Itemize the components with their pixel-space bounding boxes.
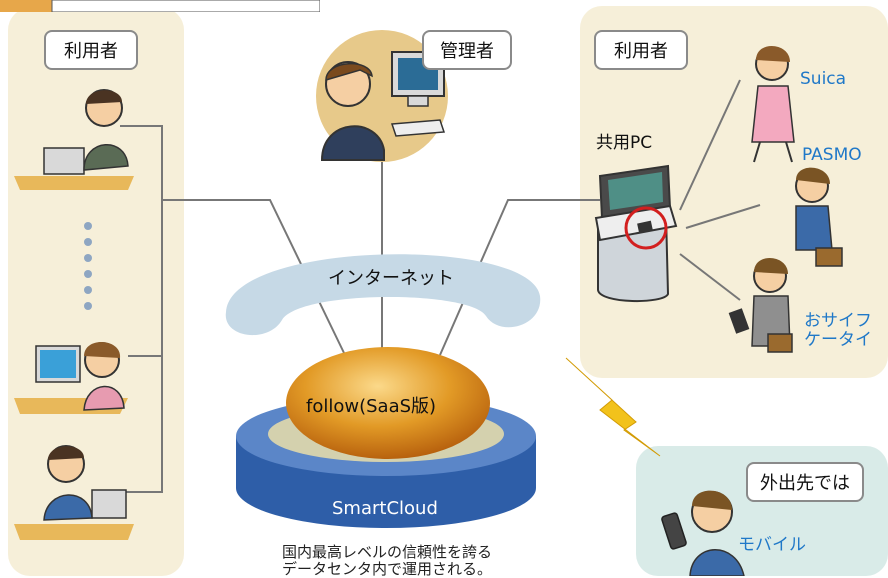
service-egg (286, 347, 490, 459)
osaifu-user (728, 257, 793, 353)
pasmo-link (685, 204, 761, 229)
internet-cloud (225, 254, 541, 336)
mobile-tag: 外出先では (746, 462, 864, 502)
caption-line-2: データセンタ内で運用される。 (281, 560, 492, 578)
header-strip (0, 0, 320, 12)
right-users-tag: 利用者 (594, 30, 688, 70)
mobile-user (661, 490, 745, 576)
left-user-1 (14, 89, 134, 190)
left-user-2 (14, 341, 128, 414)
left-users-tag: 利用者 (44, 30, 138, 70)
left-user-3 (14, 445, 134, 540)
service-label: follow(SaaS版) (306, 396, 437, 417)
admin-tag: 管理者 (422, 30, 512, 70)
mobile-label: モバイル (738, 535, 806, 555)
platform-label: SmartCloud (332, 498, 438, 519)
osaifu-link (679, 253, 741, 301)
pasmo-user (795, 167, 843, 267)
lightning-bolt (565, 357, 661, 457)
suica-label: Suica (800, 69, 847, 89)
caption-line-1: 国内最高レベルの信頼性を誇る (281, 543, 492, 561)
internet-label: インターネット (328, 268, 454, 289)
pasmo-label: PASMO (802, 145, 862, 165)
left-dots (84, 222, 92, 310)
osaifu-label: おサイフ ケータイ (804, 311, 872, 350)
left-feed-line (162, 199, 346, 356)
left-bus-line (108, 125, 163, 493)
suica-user (751, 45, 795, 163)
suica-link (679, 79, 741, 211)
shared-pc-kiosk (594, 164, 678, 302)
shared-pc-label: 共用PC (596, 133, 653, 153)
connector-lines (108, 79, 761, 493)
